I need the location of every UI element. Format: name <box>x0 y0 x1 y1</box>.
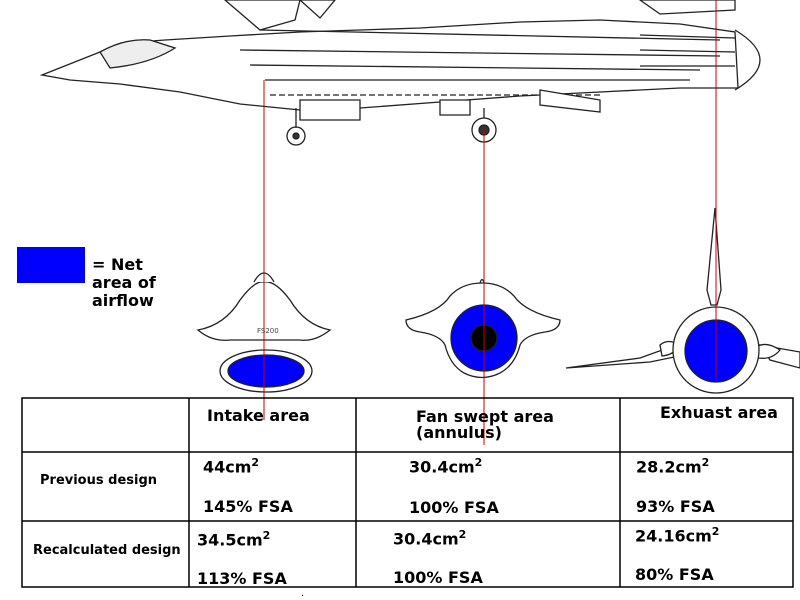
legend-swatch <box>17 247 85 283</box>
recalculated-exhaust-area: 24.16cm2 <box>635 525 720 546</box>
intake-airflow-area <box>227 354 305 388</box>
header-exhaust-area: Exhuast area <box>660 403 778 422</box>
recalculated-intake-pct: 113% FSA <box>197 569 287 588</box>
previous-intake-pct: 145% FSA <box>203 497 293 516</box>
fan-front-view <box>405 278 561 379</box>
exhaust-rear-view <box>565 207 800 394</box>
row-label-previous-design: Previous design <box>40 473 158 488</box>
row-label-recalculated-design: Recalculated design <box>33 543 181 558</box>
data-table-grid <box>21 397 794 588</box>
previous-exhaust-pct: 93% FSA <box>636 497 715 516</box>
previous-intake-area: 44cm2 <box>203 456 260 477</box>
header-fan-swept-area: Fan swept area (annulus) <box>416 407 554 442</box>
recalculated-fan-area: 30.4cm2 <box>393 528 467 549</box>
previous-exhaust-area: 28.2cm2 <box>636 456 710 477</box>
footer-mark: . <box>301 588 305 599</box>
previous-fan-pct: 100% FSA <box>409 498 499 517</box>
header-intake-area: Intake area <box>207 406 310 425</box>
intake-label: FS200 <box>257 327 279 335</box>
aircraft-side-view <box>39 0 761 146</box>
recalculated-fan-pct: 100% FSA <box>393 568 483 587</box>
recalculated-exhaust-pct: 80% FSA <box>635 565 714 584</box>
recalculated-intake-area: 34.5cm2 <box>197 529 271 550</box>
leader-lines <box>263 0 717 445</box>
previous-fan-area: 30.4cm2 <box>409 456 483 477</box>
legend-text: = Net area of airflow <box>92 255 156 310</box>
